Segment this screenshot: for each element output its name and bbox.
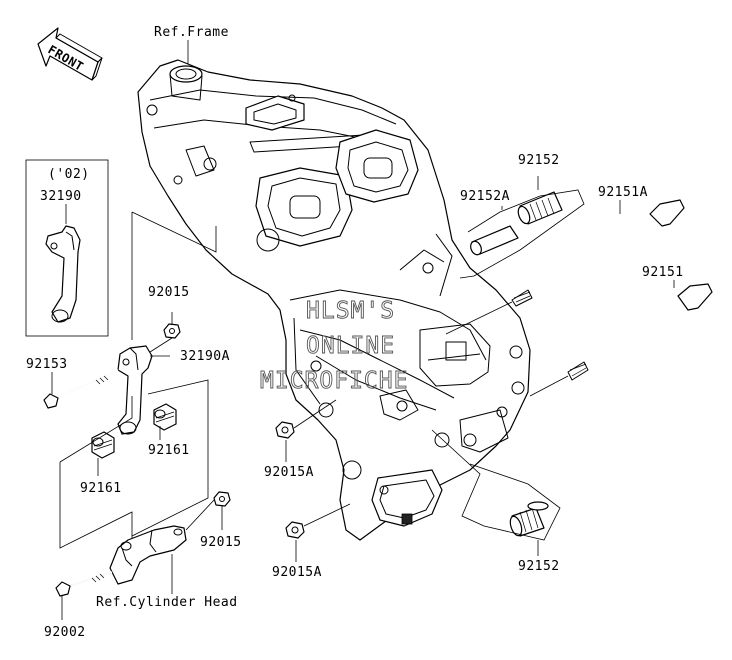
leader-damper-box — [59, 462, 133, 549]
leader-92015A-upper — [293, 399, 337, 429]
label-92151: 92151 — [642, 265, 684, 280]
steering-head — [169, 65, 203, 83]
nut-92015-top — [163, 323, 181, 339]
inset-part-32190: 32190 — [40, 189, 82, 204]
frame-cutout-left — [255, 167, 353, 247]
label-92002: 92002 — [44, 625, 86, 640]
label-92161-left: 92161 — [80, 481, 122, 496]
damper-92161-right — [153, 403, 177, 431]
nut-92015A-upper — [275, 421, 295, 439]
bolt-92002 — [55, 571, 113, 597]
inset-year: ('02) — [48, 167, 90, 182]
bolt-92153 — [43, 369, 119, 409]
nut-92015A-lower — [285, 521, 305, 539]
label-92015A-upper: 92015A — [264, 465, 314, 480]
leader-damper-left — [59, 396, 133, 463]
collar-92152A — [470, 225, 519, 256]
leader-box-92152-bottom — [431, 429, 561, 541]
watermark: HLSM'S ONLINE MICROFICHE — [260, 298, 408, 395]
label-92161-right: 92161 — [148, 443, 190, 458]
bracket-cylinder-head — [109, 525, 187, 585]
watermark-line3: MICROFICHE — [260, 368, 408, 394]
nut-92015-bottom — [213, 491, 231, 507]
label-92015A-lower: 92015A — [272, 565, 322, 580]
bracket-32190-icon — [45, 225, 81, 323]
leader-frame-link — [131, 211, 217, 253]
watermark-line2: ONLINE — [306, 333, 395, 359]
label-92015-top: 92015 — [148, 285, 190, 300]
label-92015-bottom: 92015 — [200, 535, 242, 550]
bolt-92151A — [511, 199, 685, 307]
inset-box — [25, 159, 109, 337]
label-92152-bottom: 92152 — [518, 559, 560, 574]
front-arrow-icon — [37, 27, 103, 81]
bracket-32190A — [117, 345, 153, 435]
bolt-92151 — [567, 283, 713, 381]
leader-box-92152 — [459, 189, 585, 279]
label-92151A: 92151A — [598, 185, 648, 200]
label-92152A: 92152A — [460, 189, 510, 204]
leader-92151-frame — [529, 375, 569, 397]
collar-92152-bottom — [509, 501, 549, 537]
label-92153: 92153 — [26, 357, 68, 372]
leader-92151A-frame — [445, 301, 513, 335]
label-92152-top: 92152 — [518, 153, 560, 168]
frame-body — [137, 59, 531, 541]
leader-92015A-lower — [303, 503, 351, 527]
label-32190A: 32190A — [180, 349, 230, 364]
ref-cylinder-head-label: Ref.Cylinder Head — [96, 595, 238, 610]
collar-92152-top — [517, 191, 563, 225]
leader-damper-right — [131, 379, 209, 537]
ref-frame-label: Ref.Frame — [154, 25, 229, 40]
watermark-line1: HLSM'S — [306, 298, 395, 324]
